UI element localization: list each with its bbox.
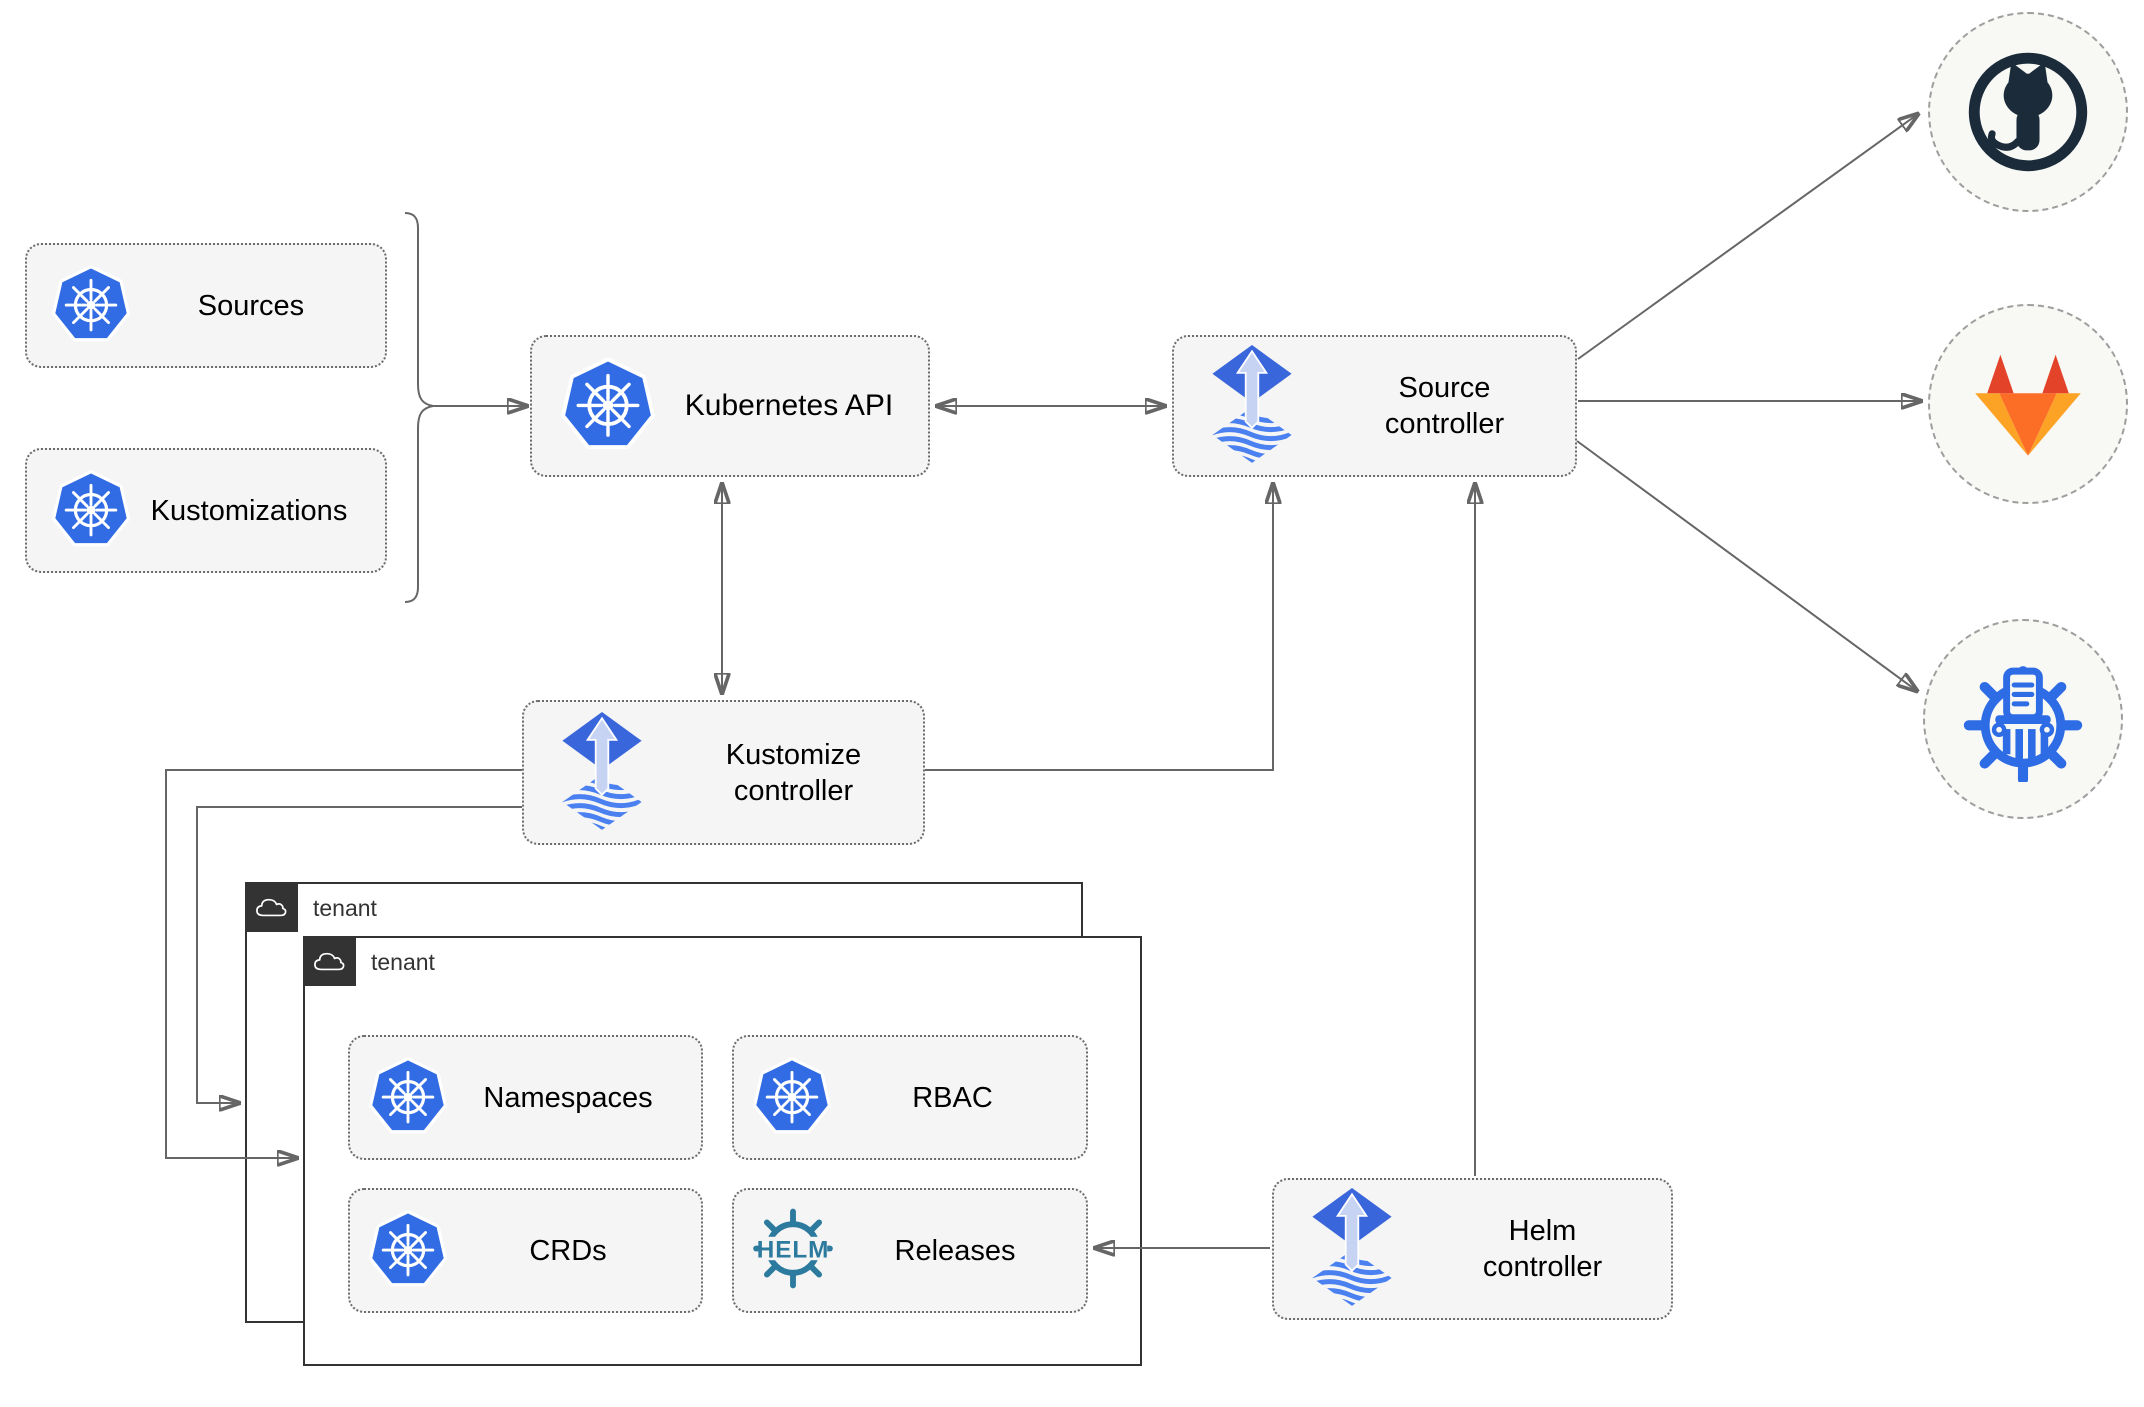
source-controller-node: Source controller [1172, 335, 1577, 477]
brace-sources-group [404, 212, 434, 603]
sources-node: Sources [25, 243, 387, 368]
arrow-source-controller-to-github [1577, 114, 1918, 360]
tenant-label: tenant [313, 895, 377, 921]
flux-icon [1207, 344, 1297, 468]
kustomizations-node: Kustomizations [25, 448, 387, 573]
sources-label: Sources [197, 289, 305, 322]
rbac-label: RBAC [912, 1081, 993, 1114]
namespaces-node: Namespaces [348, 1035, 703, 1160]
releases-node: Releases [732, 1188, 1088, 1313]
chartmuseum-icon [1960, 656, 2086, 782]
namespaces-label: Namespaces [483, 1081, 653, 1114]
flux-icon [1307, 1187, 1397, 1311]
kubernetes-icon [752, 1055, 832, 1140]
github-endpoint [1928, 12, 2128, 212]
crds-label: CRDs [529, 1234, 607, 1267]
crds-node: CRDs [348, 1188, 703, 1313]
helm-repository-endpoint [1923, 619, 2123, 819]
kubernetes-api-node: Kubernetes API [530, 335, 930, 477]
kustomizations-label: Kustomizations [150, 494, 348, 527]
kustomize-controller-label: Kustomize controller [725, 738, 862, 807]
gitlab-icon [1968, 350, 2088, 458]
kubernetes-icon [368, 1208, 448, 1293]
github-icon [1964, 48, 2092, 176]
source-controller-label: Source controller [1384, 372, 1505, 440]
kubernetes-api-label: Kubernetes API [684, 389, 894, 422]
tenant-label: tenant [371, 949, 435, 975]
kubernetes-icon [560, 356, 656, 457]
helm-controller-node: Helm controller [1272, 1178, 1673, 1320]
kubernetes-icon [51, 468, 131, 553]
arrow-source-controller-to-helm-repository [1576, 440, 1917, 691]
helm-icon [748, 1203, 838, 1298]
kustomize-controller-node: Kustomize controller [522, 700, 925, 845]
flux-icon [557, 711, 647, 835]
cloud-icon [253, 894, 290, 920]
kubernetes-icon [368, 1055, 448, 1140]
tenant-tab [245, 882, 298, 932]
kubernetes-icon [51, 263, 131, 348]
tenant-tab [303, 936, 356, 986]
cloud-icon [311, 948, 348, 974]
releases-label: Releases [894, 1234, 1016, 1267]
arrow-kustomize-controller-to-source-controller [925, 484, 1273, 771]
gitlab-endpoint [1928, 304, 2128, 504]
helm-controller-label: Helm controller [1482, 1215, 1603, 1283]
rbac-node: RBAC [732, 1035, 1088, 1160]
